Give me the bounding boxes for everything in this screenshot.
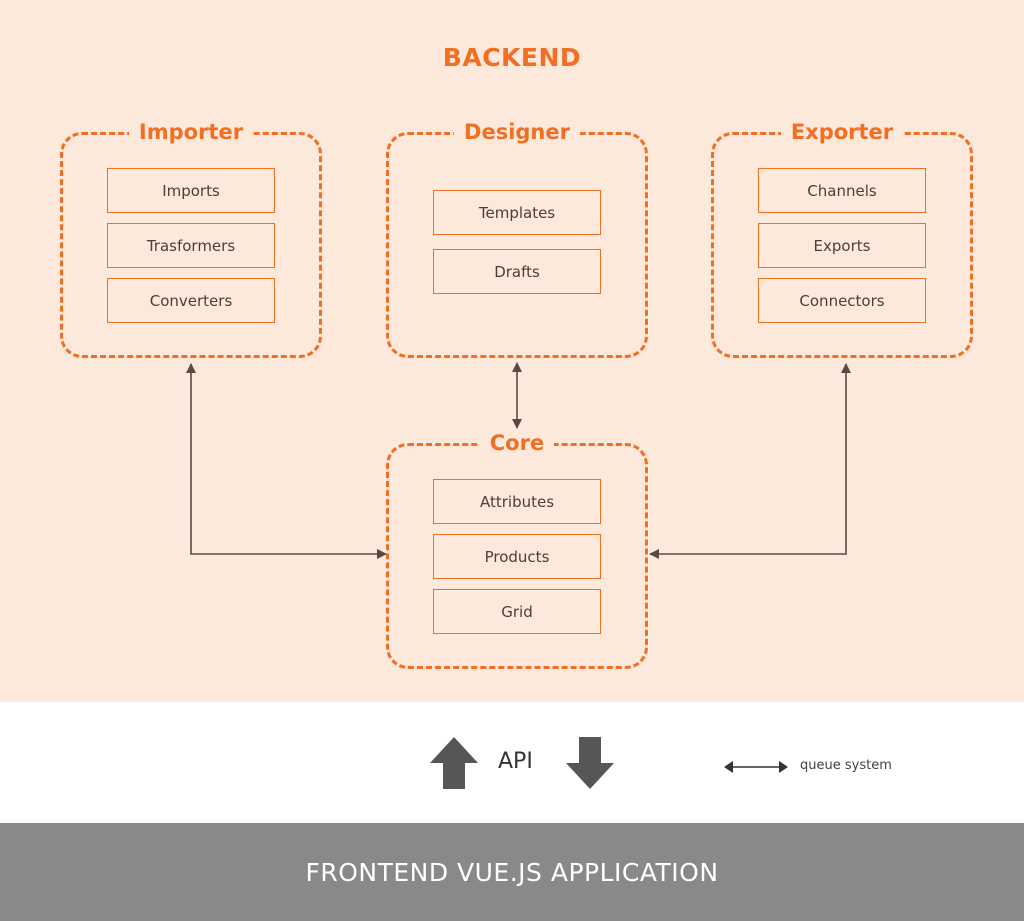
backend-panel: BACKEND Importer Imports Trasformers Con… [0,0,1024,702]
arrow-down-icon [566,737,614,789]
importer-item-trasformers: Trasformers [107,223,275,268]
double-arrow-icon [724,761,788,773]
exporter-item-channels: Channels [758,168,926,213]
exporter-title: Exporter [780,120,904,144]
api-row: API queue system [0,702,1024,823]
frontend-label: FRONTEND VUE.JS APPLICATION [305,857,719,887]
exporter-item-exports: Exports [758,223,926,268]
exporter-core-connector [649,363,851,559]
importer-item-imports: Imports [107,168,275,213]
frontend-bar: FRONTEND VUE.JS APPLICATION [0,823,1024,921]
exporter-item-connectors: Connectors [758,278,926,323]
designer-item-templates: Templates [433,190,601,235]
importer-title: Importer [128,120,254,144]
core-item-grid: Grid [433,589,601,634]
queue-connectors [186,362,851,559]
arrow-up-icon [430,737,478,789]
exporter-module: Exporter [711,120,973,358]
api-label: API [498,749,533,774]
importer-core-connector [186,363,387,559]
importer-module: Importer [60,120,322,358]
backend-title: BACKEND [442,43,582,72]
core-title: Core [479,431,555,455]
core-item-products: Products [433,534,601,579]
designer-module: Designer [386,120,648,358]
core-module: Core [386,431,648,669]
designer-title: Designer [454,120,580,144]
designer-item-drafts: Drafts [433,249,601,294]
importer-item-converters: Converters [107,278,275,323]
core-item-attributes: Attributes [433,479,601,524]
legend-label: queue system [800,758,892,773]
